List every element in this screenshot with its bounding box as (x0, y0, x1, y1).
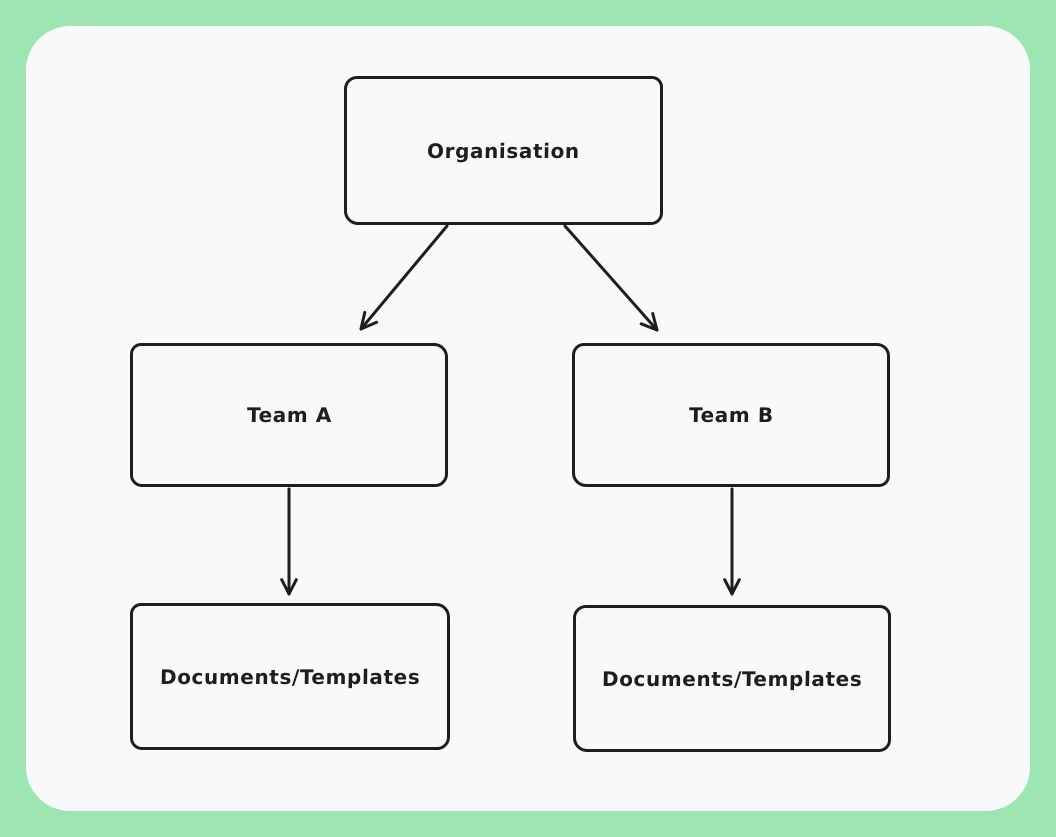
node-documents-b-label: Documents/Templates (601, 666, 863, 691)
node-documents-a[interactable]: Documents/Templates (130, 603, 450, 750)
diagram-canvas[interactable]: Organisation Team A Team B Documents/Tem… (26, 26, 1030, 811)
node-team-a[interactable]: Team A (130, 343, 448, 487)
arrow-organisation-to-team-b[interactable] (563, 224, 659, 332)
arrow-organisation-to-team-a[interactable] (359, 224, 449, 331)
node-organisation-label: Organisation (426, 138, 581, 163)
node-team-b-label: Team B (688, 403, 774, 427)
node-documents-a-label: Documents/Templates (159, 664, 421, 689)
node-team-a-label: Team A (246, 403, 332, 427)
node-team-b[interactable]: Team B (572, 343, 890, 487)
node-documents-b[interactable]: Documents/Templates (573, 605, 891, 752)
arrow-team-b-to-documents-b[interactable] (723, 487, 741, 596)
node-organisation[interactable]: Organisation (344, 76, 663, 225)
arrow-team-a-to-documents-a[interactable] (280, 487, 298, 596)
